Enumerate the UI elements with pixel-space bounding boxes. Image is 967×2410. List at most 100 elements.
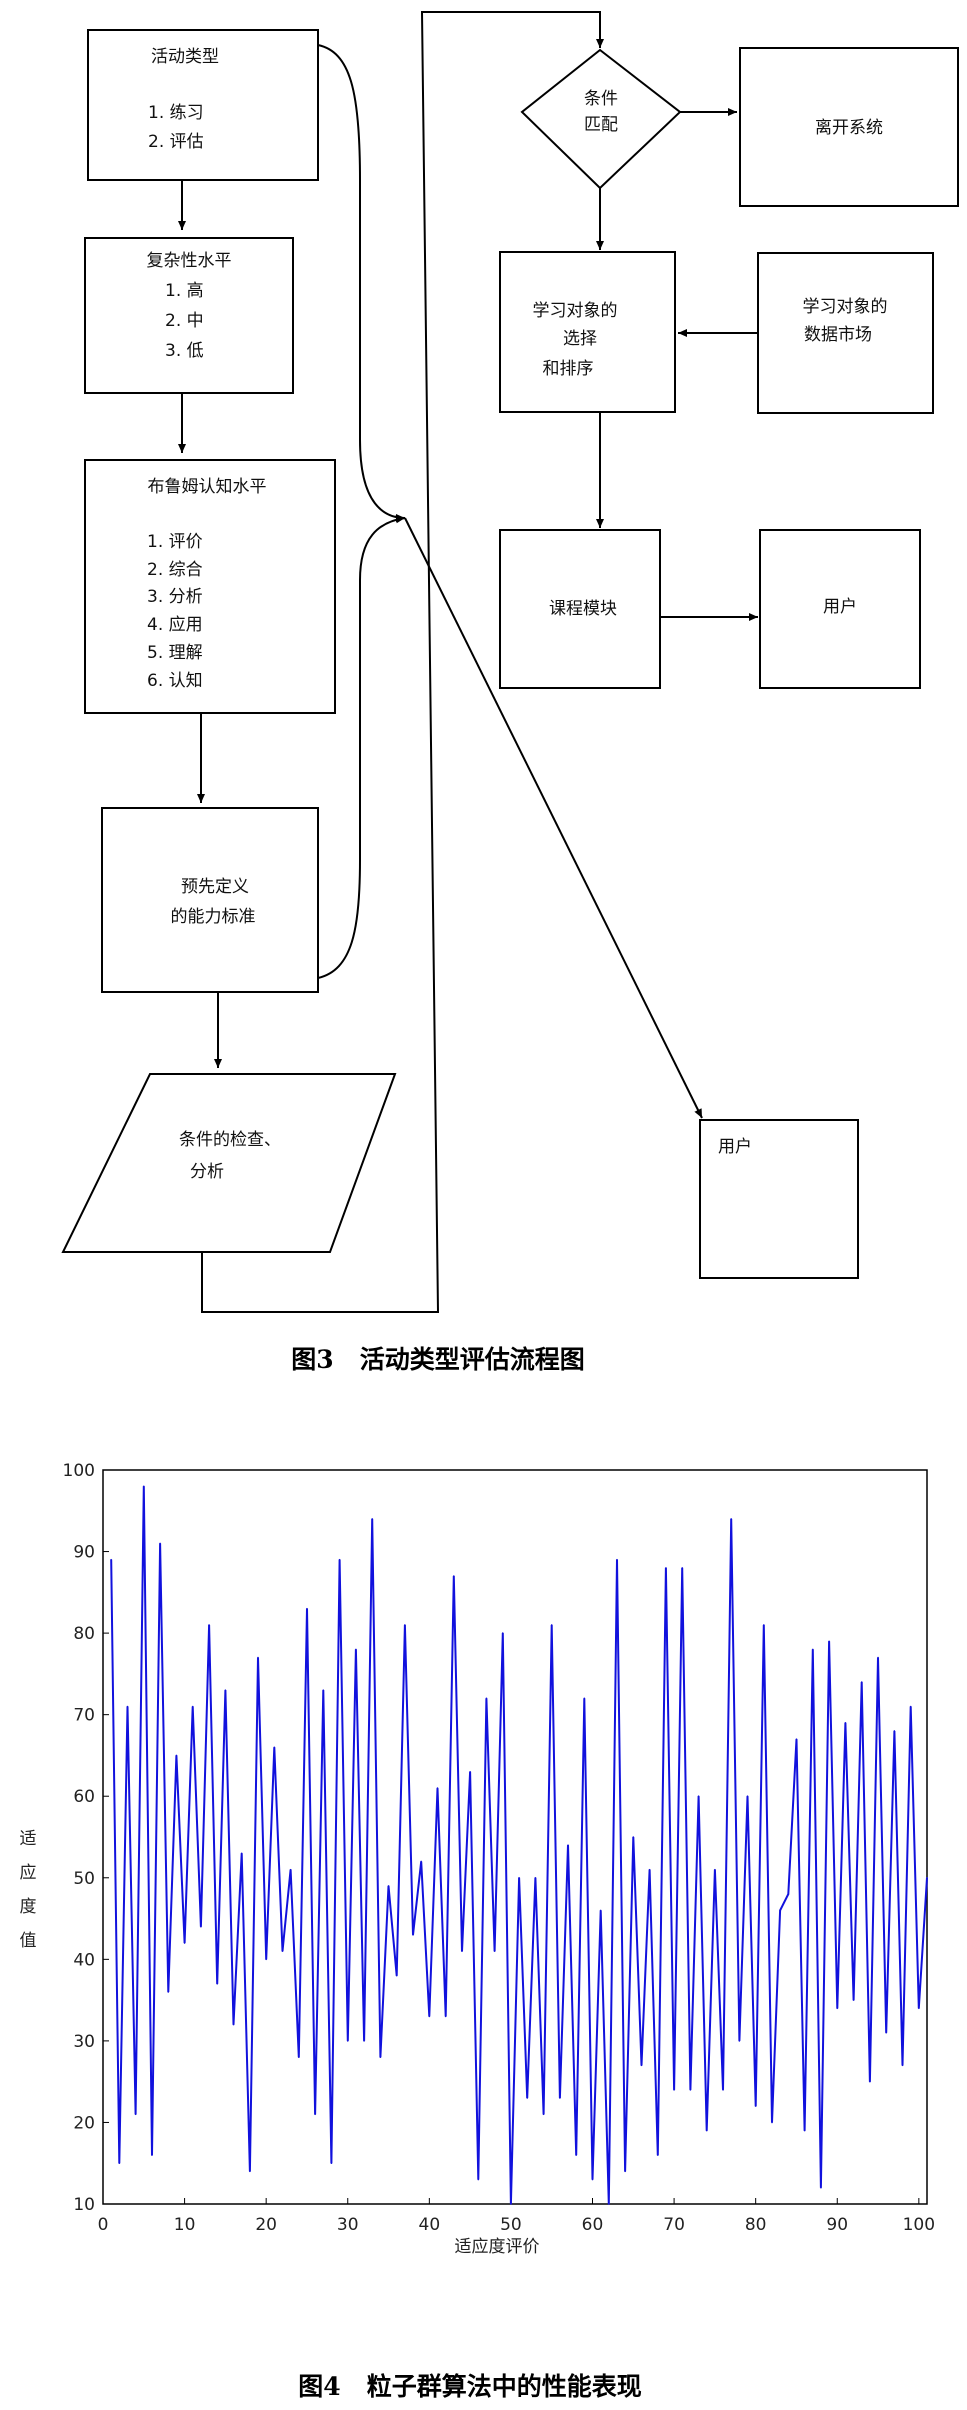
data-point xyxy=(616,1558,618,1561)
data-point xyxy=(901,2064,904,2067)
x-tick-label: 0 xyxy=(98,2215,109,2235)
data-point xyxy=(363,2040,365,2042)
data-point xyxy=(322,1689,325,1691)
x-tick-label: 70 xyxy=(663,2215,685,2235)
data-point xyxy=(771,2121,773,2124)
data-point xyxy=(836,2007,839,2010)
data-point xyxy=(575,2154,577,2156)
data-point xyxy=(705,2129,708,2132)
data-point xyxy=(428,2015,431,2018)
box-object-data-market: 学习对象的 数据市场 xyxy=(757,252,934,414)
x-tick-label: 40 xyxy=(419,2215,441,2235)
arrow-hub-to-bottom-user xyxy=(404,517,703,1119)
complexity-item: 2. 中 xyxy=(165,311,204,331)
figure3-caption: 图3 活动类型评估流程图 xyxy=(291,1345,585,1374)
x-tick-label: 60 xyxy=(582,2215,604,2235)
data-point xyxy=(656,2154,659,2156)
data-point xyxy=(224,1689,227,1691)
data-point xyxy=(869,2080,871,2083)
data-point xyxy=(240,1852,243,1855)
y-tick-label: 70 xyxy=(73,1706,95,1726)
data-point xyxy=(249,2170,251,2173)
flowchart: 活动类型 1. 练习 2. 评估 复杂性水平 1. 高 2. 中 3. 低 布鲁… xyxy=(61,11,959,1374)
condition-match-line: 条件 xyxy=(584,89,618,109)
data-point xyxy=(208,1624,210,1626)
y-axis-label: 适 应 度 值 xyxy=(20,1829,37,1951)
x-tick-label: 50 xyxy=(500,2215,522,2235)
data-point xyxy=(730,1518,732,1520)
predefined-line: 的能力标准 xyxy=(171,907,256,927)
data-point xyxy=(648,1868,651,1871)
y-tick-label: 20 xyxy=(73,2113,95,2133)
bloom-item: 4. 应用 xyxy=(147,615,203,635)
data-point xyxy=(697,1795,700,1798)
data-point xyxy=(738,2040,741,2042)
data-point xyxy=(273,1746,276,1749)
y-tick-label: 90 xyxy=(73,1543,95,1563)
leave-system-label: 离开系统 xyxy=(815,118,883,138)
data-point xyxy=(852,1999,855,2001)
user-right-label: 用户 xyxy=(823,597,857,617)
data-point xyxy=(714,1868,716,1871)
bloom-title: 布鲁姆认知水平 xyxy=(148,477,267,497)
complexity-title: 复杂性水平 xyxy=(147,251,232,271)
data-point xyxy=(632,1836,635,1838)
box-user-bottom: 用户 xyxy=(699,1119,859,1279)
complexity-item: 1. 高 xyxy=(165,281,204,301)
data-point xyxy=(453,1575,455,1577)
data-point xyxy=(183,1942,186,1944)
data-point xyxy=(673,2089,675,2091)
data-point xyxy=(518,1876,520,1879)
data-point xyxy=(909,1705,912,1708)
data-point xyxy=(885,2031,888,2034)
diamond-condition-match: 条件 匹配 xyxy=(520,48,682,190)
x-tick-label: 30 xyxy=(337,2215,359,2235)
data-point xyxy=(175,1754,178,1757)
box-leave-system: 离开系统 xyxy=(739,47,959,207)
activity-type-item: 1. 练习 xyxy=(148,103,204,123)
condition-check-line: 条件的检查、 xyxy=(179,1130,281,1150)
data-point xyxy=(330,2162,333,2165)
data-point xyxy=(379,2056,382,2058)
data-point xyxy=(314,2113,316,2116)
data-point xyxy=(444,2015,447,2018)
user-bottom-label: 用户 xyxy=(718,1137,752,1157)
data-point xyxy=(420,1860,422,1863)
data-point xyxy=(477,2178,480,2181)
data-point xyxy=(371,1518,374,1520)
data-point xyxy=(200,1925,202,1928)
data-point xyxy=(665,1567,667,1569)
data-point xyxy=(591,2178,594,2181)
y-label-char: 应 xyxy=(20,1863,37,1883)
box-course-module: 课程模块 xyxy=(499,529,661,689)
connector-activity-to-hub xyxy=(317,44,406,522)
y-tick-label: 100 xyxy=(63,1461,95,1481)
data-point xyxy=(559,2097,561,2099)
data-point xyxy=(608,2203,610,2205)
data-point xyxy=(134,2113,137,2116)
bloom-item: 1. 评价 xyxy=(147,532,203,552)
x-tick-label: 80 xyxy=(745,2215,767,2235)
x-tick-label: 90 xyxy=(826,2215,848,2235)
data-point xyxy=(542,2113,545,2116)
data-point xyxy=(763,1624,765,1626)
box-object-selection: 学习对象的 选择 和排序 xyxy=(499,251,676,413)
data-point xyxy=(795,1738,798,1740)
x-tick-label: 100 xyxy=(903,2215,935,2235)
y-label-char: 值 xyxy=(20,1931,37,1951)
box-activity-type: 活动类型 1. 练习 2. 评估 xyxy=(87,29,319,181)
y-label-char: 度 xyxy=(20,1897,37,1917)
data-point xyxy=(306,1607,308,1610)
data-point xyxy=(567,1844,569,1846)
x-axis-label: 适应度评价 xyxy=(455,2237,540,2257)
data-point xyxy=(110,1558,112,1561)
data-point xyxy=(436,1787,439,1789)
box-bloom-cognitive-level: 布鲁姆认知水平 1. 评价 2. 综合 3. 分析 4. 应用 5. 理解 6.… xyxy=(84,459,336,714)
connector-predefined-to-hub xyxy=(317,515,406,979)
y-tick-label: 30 xyxy=(73,2032,95,2052)
data-point xyxy=(534,1876,537,1879)
series-points xyxy=(110,1485,928,2205)
data-point xyxy=(232,2023,235,2026)
